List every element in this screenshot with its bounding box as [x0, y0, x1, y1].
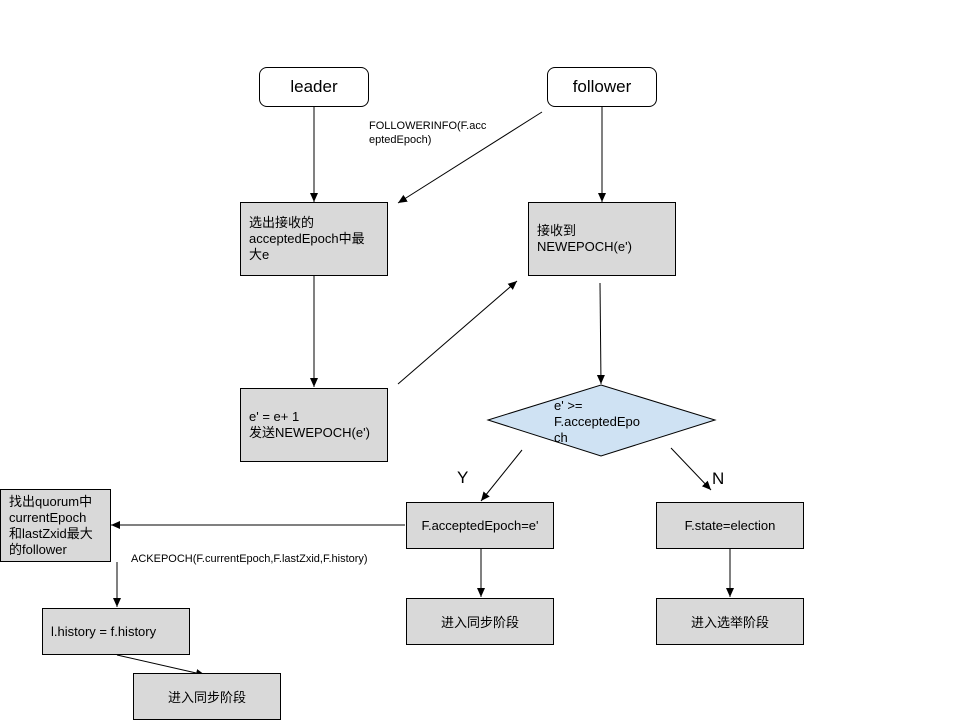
set-election-node: F.state=election [656, 502, 804, 549]
history-text: l.history = f.history [51, 623, 157, 639]
set-election-text: F.state=election [684, 518, 776, 533]
history-node: l.history = f.history [42, 608, 190, 655]
enter-sync-leader-node: 进入同步阶段 [133, 673, 281, 720]
follower-receive-text: 接收到 NEWEPOCH(e') [537, 223, 632, 254]
edge-decision-yes [480, 449, 523, 502]
enter-election-node: 进入选举阶段 [656, 598, 804, 645]
edge-receive-to-decision [596, 282, 605, 385]
set-epoch-node: F.acceptedEpoch=e' [406, 502, 554, 549]
enter-election-text: 进入选举阶段 [690, 615, 769, 630]
enter-sync-follower-text: 进入同步阶段 [440, 615, 519, 630]
enter-sync-follower-node: 进入同步阶段 [406, 598, 554, 645]
find-quorum-node: 找出quorum中 currentEpoch 和lastZxid最大 的foll… [0, 489, 111, 562]
edge-history-to-sync [116, 654, 206, 677]
edge-newepoch [397, 280, 518, 385]
leader-select-node: 选出接收的 acceptedEpoch中最 大e [240, 202, 388, 276]
leader-label: leader [290, 77, 338, 96]
follower-label: follower [572, 77, 632, 96]
leader-send-text: e' = e+ 1 发送NEWEPOCH(e') [249, 409, 370, 440]
no-label: N [712, 469, 725, 488]
decision-text: e' >= F.acceptedEpo ch [554, 398, 641, 445]
enter-sync-leader-text: 进入同步阶段 [167, 690, 246, 705]
find-quorum-text: 找出quorum中 currentEpoch 和lastZxid最大 的foll… [9, 493, 93, 557]
follower-node: follower [547, 67, 657, 107]
leader-send-node: e' = e+ 1 发送NEWEPOCH(e') [240, 388, 388, 462]
yes-label: Y [457, 468, 469, 487]
edge-followerinfo [397, 111, 543, 204]
followerinfo-label: FOLLOWERINFO(F.acc eptedEpoch) [369, 120, 487, 146]
ackepoch-label: ACKEPOCH(F.currentEpoch,F.lastZxid,F.his… [131, 553, 368, 565]
follower-receive-node: 接收到 NEWEPOCH(e') [528, 202, 676, 276]
leader-node: leader [259, 67, 369, 107]
edge-decision-no [670, 447, 712, 491]
leader-select-text: 选出接收的 acceptedEpoch中最 大e [249, 215, 365, 262]
decision-diamond [486, 384, 717, 457]
set-epoch-text: F.acceptedEpoch=e' [421, 518, 539, 533]
